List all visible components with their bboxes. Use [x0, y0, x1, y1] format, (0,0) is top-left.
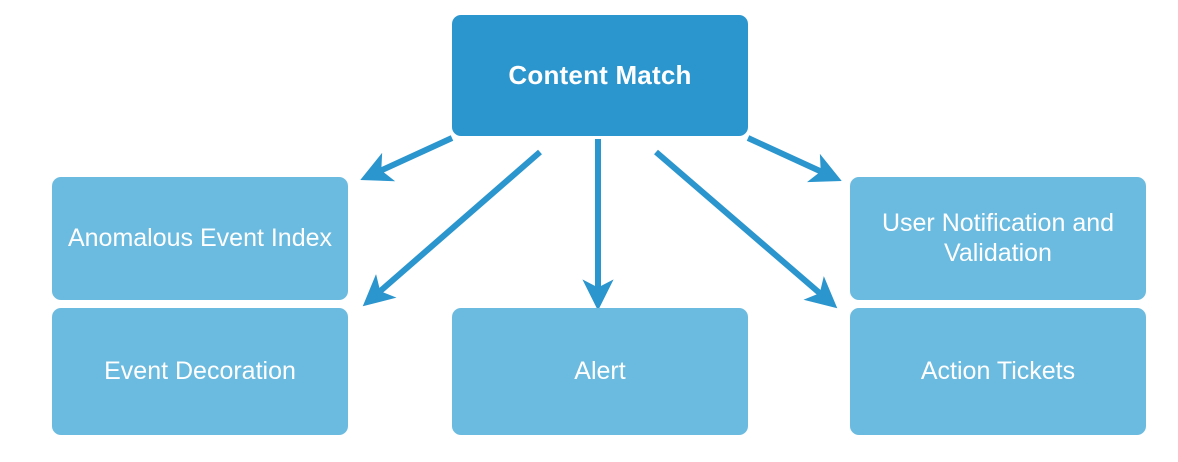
node-anomalous-event-index[interactable]: Anomalous Event Index [52, 177, 348, 300]
node-action-tickets[interactable]: Action Tickets [850, 308, 1146, 435]
node-alert[interactable]: Alert [452, 308, 748, 435]
node-event-decoration[interactable]: Event Decoration [52, 308, 348, 435]
arrow-content-match-to-anomalous-event-index [360, 135, 454, 182]
arrow-content-match-to-event-decoration [362, 149, 542, 307]
node-user-notification-and-validation[interactable]: User Notification and Validation [850, 177, 1146, 300]
arrow-content-match-to-action-tickets [654, 149, 838, 309]
arrow-content-match-to-user-notification [746, 135, 842, 183]
node-content-match[interactable]: Content Match [452, 15, 748, 136]
